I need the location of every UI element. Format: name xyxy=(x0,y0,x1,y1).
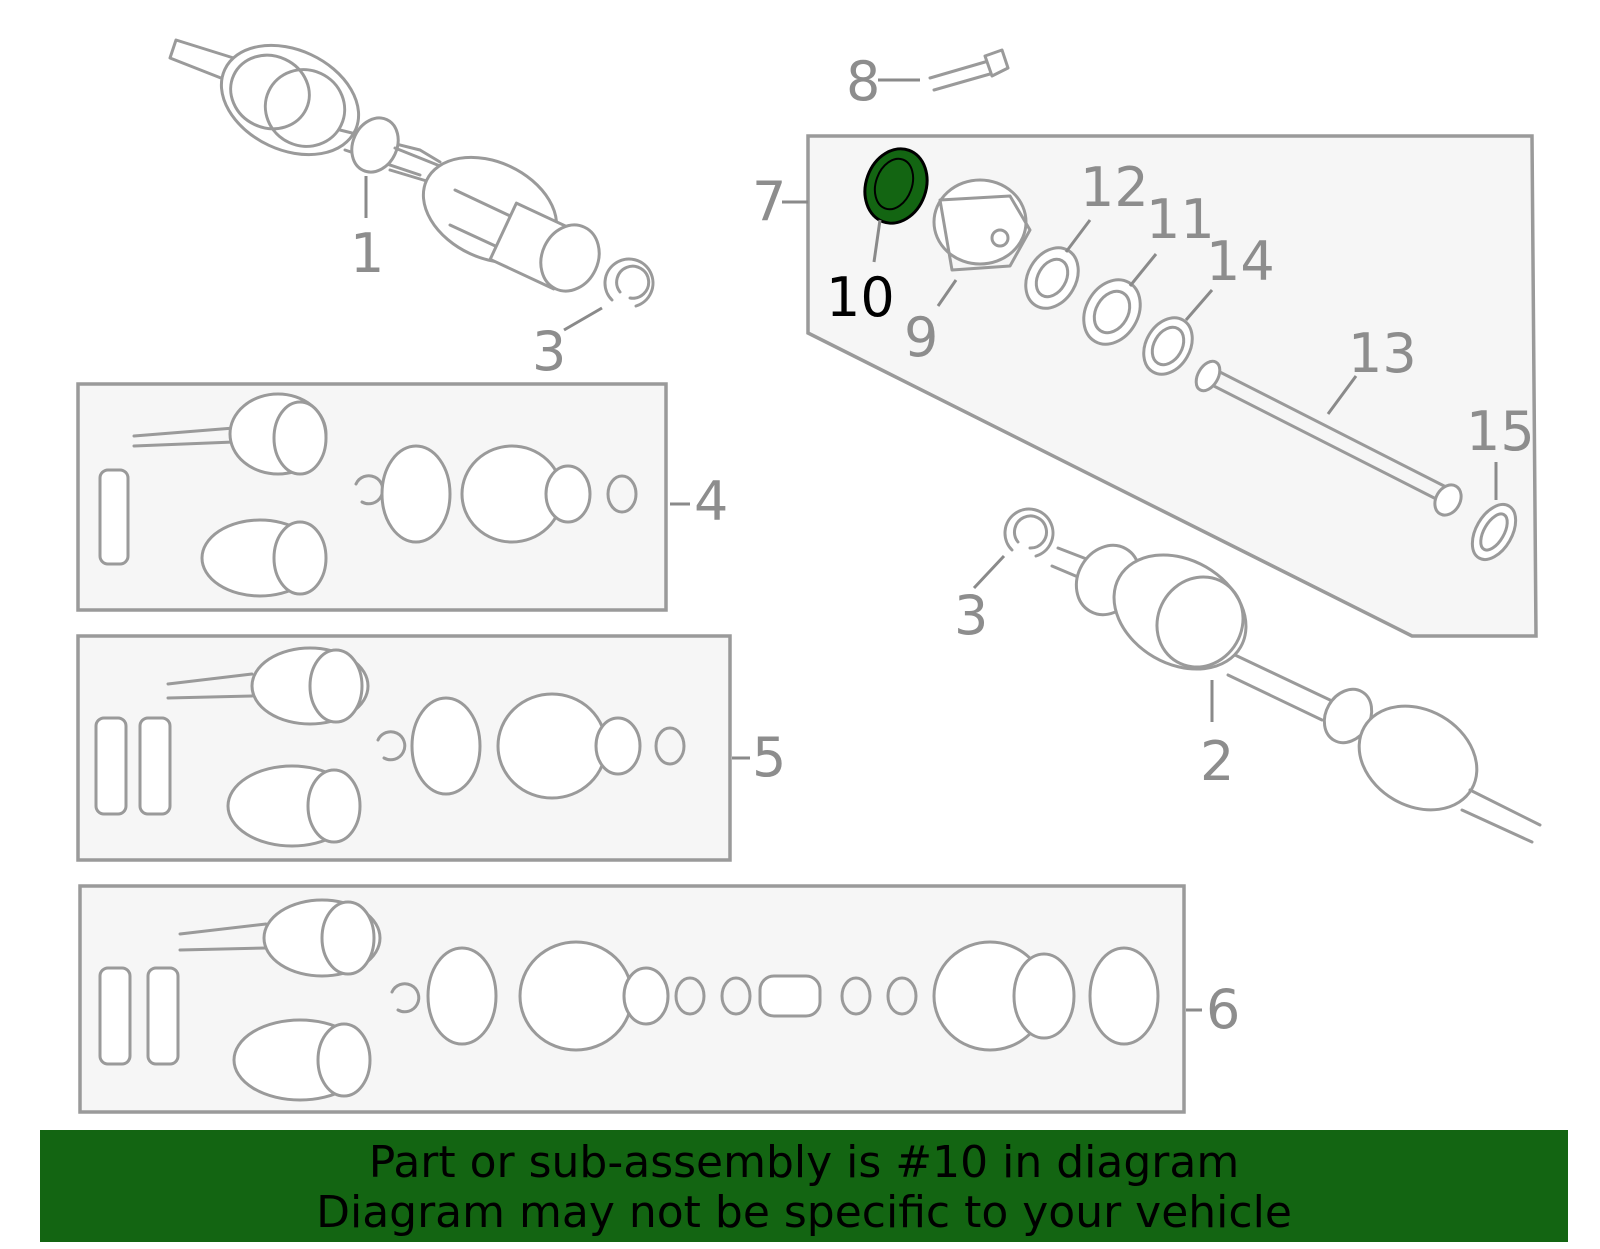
callout-8: 8 xyxy=(846,50,880,113)
callout-3-upper: 3 xyxy=(532,320,566,383)
banner-disclaimer-line: Diagram may not be specific to your vehi… xyxy=(316,1187,1292,1238)
axle-shaft-2-drawing xyxy=(1050,543,1542,844)
leader-lines xyxy=(364,78,1498,1012)
callout-14: 14 xyxy=(1206,230,1275,293)
info-banner: Part or sub-assembly is #10 in diagram D… xyxy=(40,1130,1568,1242)
callout-7: 7 xyxy=(752,170,786,233)
callout-15: 15 xyxy=(1466,400,1535,463)
callout-6: 6 xyxy=(1206,978,1240,1041)
callout-9: 9 xyxy=(904,306,938,369)
callout-1: 1 xyxy=(350,222,384,285)
ring-15-drawing xyxy=(1470,503,1518,561)
callout-10: 10 xyxy=(826,266,895,329)
highlighted-part-10 xyxy=(863,147,929,225)
banner-part-line: Part or sub-assembly is #10 in diagram xyxy=(368,1137,1240,1188)
callout-13: 13 xyxy=(1348,322,1417,385)
kit-6-contents xyxy=(98,898,1160,1102)
shaft-13-drawing xyxy=(1204,366,1454,506)
snap-ring-lower xyxy=(1003,507,1055,558)
callout-12: 12 xyxy=(1080,156,1149,219)
callout-3-lower: 3 xyxy=(954,584,988,647)
kit-4-contents xyxy=(98,392,638,598)
callout-2: 2 xyxy=(1200,730,1234,793)
axle-shaft-1-drawing xyxy=(168,38,601,293)
kit-5-contents xyxy=(94,646,686,848)
callout-5: 5 xyxy=(752,726,786,789)
snap-ring-upper xyxy=(603,257,655,308)
callout-11: 11 xyxy=(1146,188,1215,251)
bolt-8-drawing xyxy=(928,48,1010,92)
callout-4: 4 xyxy=(694,470,728,533)
